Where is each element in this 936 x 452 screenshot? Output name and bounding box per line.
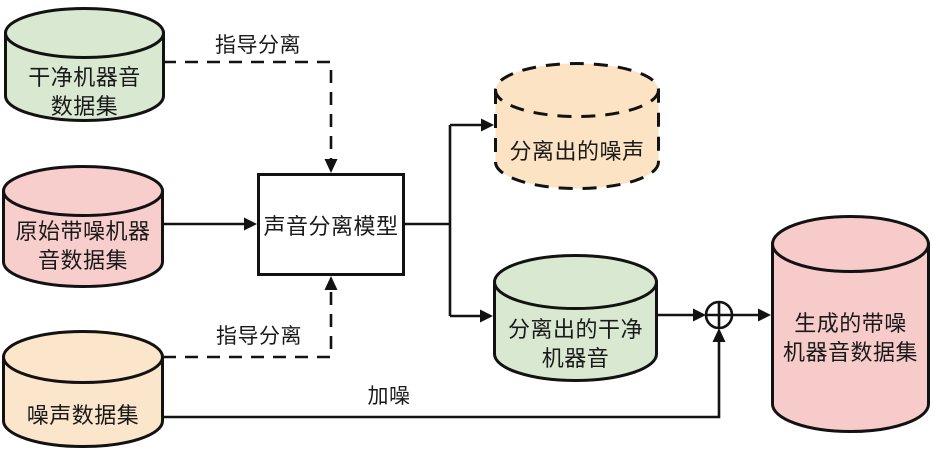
- node-separated-noise: 分离出的噪声: [494, 62, 660, 190]
- edge-label-guide-separation-bottom: 指导分离: [216, 325, 302, 348]
- node-separation-model: 声音分离模型: [257, 173, 405, 276]
- node-separated-clean-machine: 分离出的干净 机器音: [493, 254, 658, 382]
- cylinder-shape: [771, 215, 930, 433]
- cylinder-shape: [4, 7, 165, 122]
- circle-plus-icon: [704, 300, 734, 330]
- edge-add-noise: [163, 328, 726, 419]
- edge-noisy-input: [164, 217, 257, 231]
- node-generated-noisy-dataset: 生成的带噪 机器音数据集: [771, 215, 930, 433]
- edge-guide-separation-top: [163, 60, 338, 173]
- cylinder-shape-dashed: [494, 62, 660, 190]
- cylinder-shape: [2, 165, 164, 288]
- node-label: 声音分离模型: [263, 213, 399, 239]
- node-label: 原始带噪机器 音数据集: [15, 219, 151, 273]
- node-label: 噪声数据集: [26, 403, 140, 428]
- cylinder-shape: [1, 330, 164, 448]
- node-original-noisy-dataset: 原始带噪机器 音数据集: [2, 165, 164, 288]
- node-label: 干净机器音 数据集: [28, 65, 141, 119]
- node-label: 生成的带噪 机器音数据集: [782, 311, 918, 365]
- edge-sum-to-output: [732, 308, 771, 322]
- node-label: 分离出的噪声: [509, 139, 645, 164]
- node-clean-machine-dataset: 干净机器音 数据集: [4, 7, 165, 122]
- edge-label-add-noise: 加噪: [367, 385, 411, 408]
- edge-model-outputs: [405, 118, 494, 323]
- edge-clean-to-sum: [658, 308, 706, 322]
- edge-label-guide-separation-top: 指导分离: [215, 34, 301, 57]
- edge-guide-separation-bottom: [163, 276, 338, 359]
- node-noise-dataset: 噪声数据集: [1, 330, 164, 448]
- node-label: 分离出的干净 机器音: [507, 317, 643, 371]
- cylinder-shape: [493, 254, 658, 382]
